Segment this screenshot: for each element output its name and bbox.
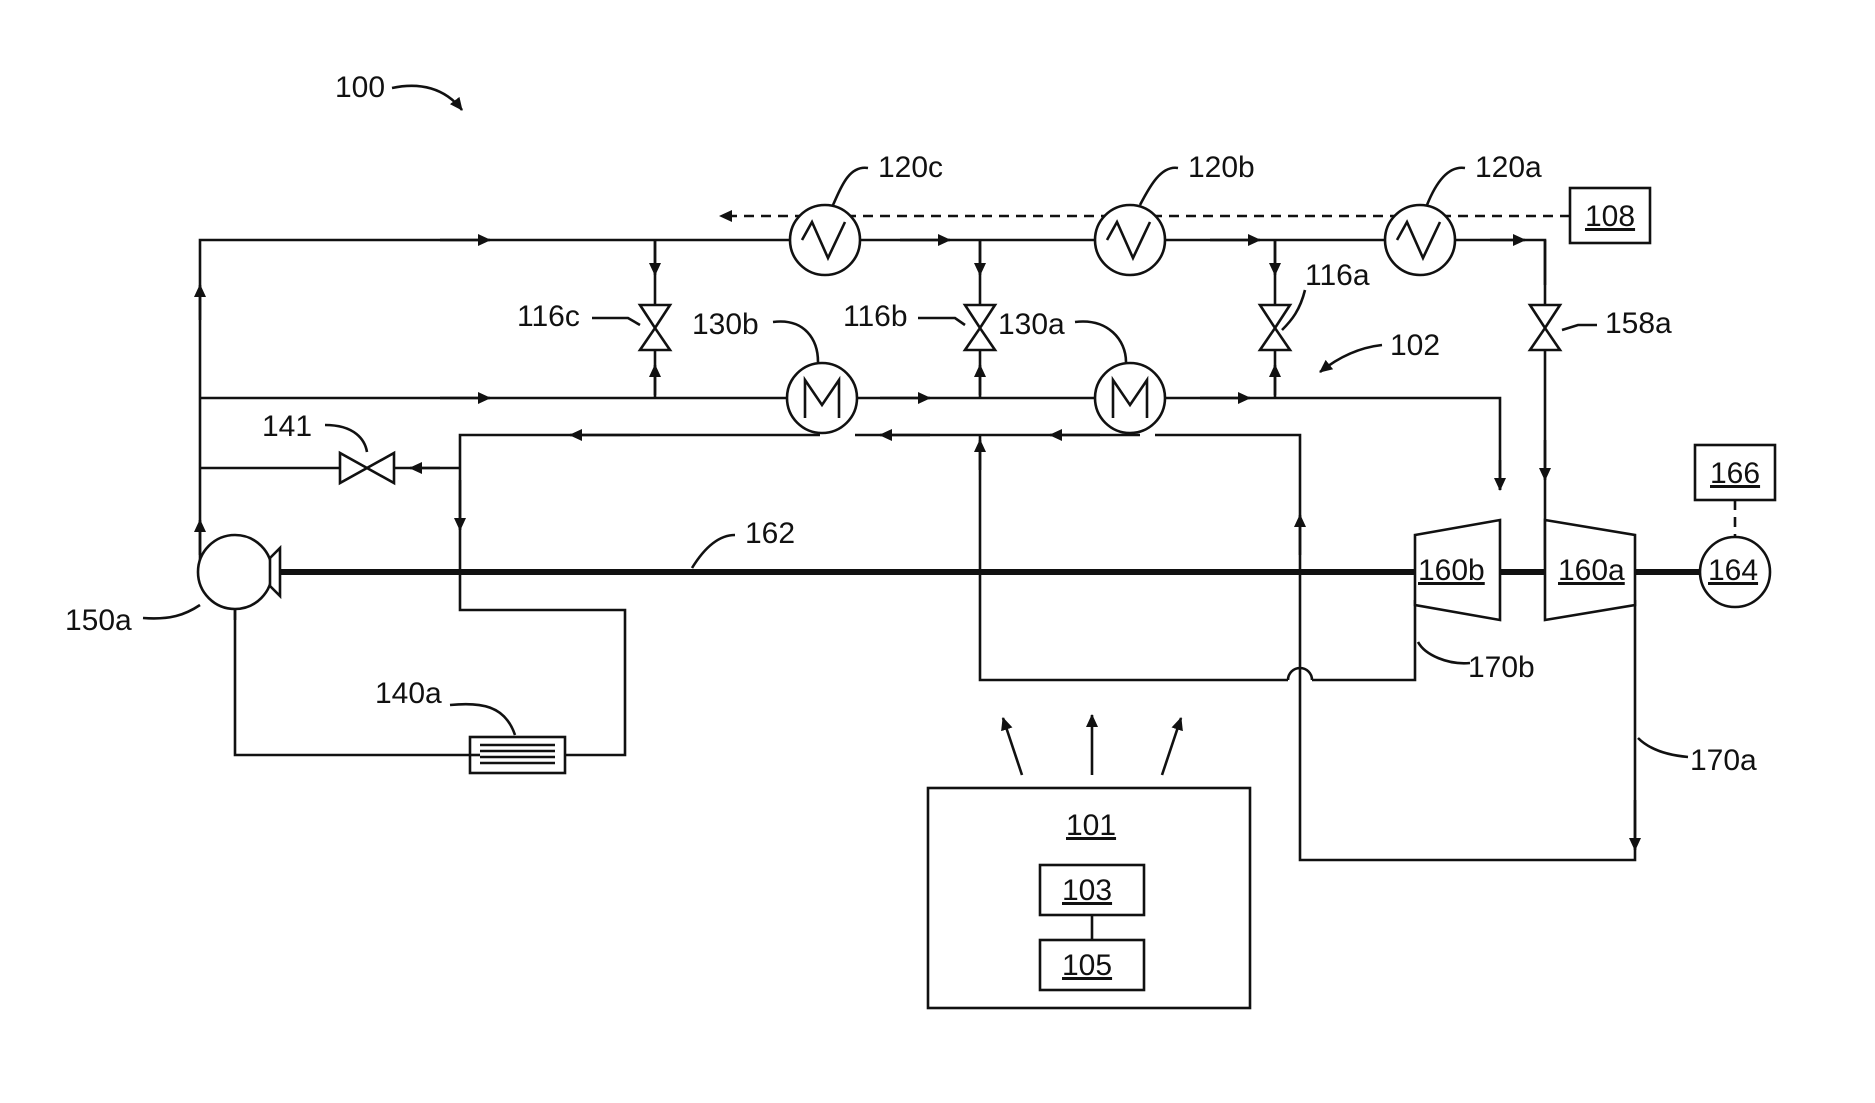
label-valve-158a: 158a <box>1605 307 1672 340</box>
label-pump-150a: 150a <box>65 604 132 637</box>
label-box-105: 105 <box>1062 949 1112 982</box>
return-line <box>200 435 1300 755</box>
recuperator-130b-icon <box>787 363 857 433</box>
label-shaft-162: 162 <box>745 517 795 550</box>
label-generator-164: 164 <box>1708 554 1758 587</box>
label-turbine-160b: 160b <box>1418 554 1485 587</box>
cooler-120a-icon <box>1385 205 1455 275</box>
label-heat-source-101: 101 <box>1066 809 1116 842</box>
label-recuperator-130a: 130a <box>998 308 1065 341</box>
label-recuperator-130b: 130b <box>692 308 759 341</box>
recuperator-130a-icon <box>1095 363 1165 433</box>
label-box-103: 103 <box>1062 874 1112 907</box>
valve-158a-icon <box>1530 305 1560 350</box>
label-system-100: 100 <box>335 71 385 104</box>
label-loop-102: 102 <box>1390 329 1440 362</box>
label-line-170b: 170b <box>1468 651 1535 684</box>
pump-inlet-line <box>235 570 470 755</box>
label-cooler-120a: 120a <box>1475 151 1542 184</box>
label-cooler-140a: 140a <box>375 677 442 710</box>
label-box-166: 166 <box>1710 457 1760 490</box>
label-valve-141: 141 <box>262 410 312 443</box>
valve-116b-icon <box>965 305 995 350</box>
cooler-120c-icon <box>790 205 860 275</box>
label-valve-116a: 116a <box>1305 259 1370 292</box>
heat-arrows <box>1003 715 1181 775</box>
label-valve-116c: 116c <box>517 300 580 333</box>
label-valve-116b: 116b <box>843 300 908 333</box>
valve-116c-icon <box>640 305 670 350</box>
label-turbine-160a: 160a <box>1558 554 1625 587</box>
cooler-140a-icon <box>470 737 565 773</box>
leader-lines <box>143 86 1688 757</box>
label-cooler-120b: 120b <box>1188 151 1255 184</box>
pump-150a-icon <box>198 535 280 609</box>
label-line-170a: 170a <box>1690 744 1757 777</box>
label-box-108: 108 <box>1585 200 1635 233</box>
label-cooler-120c: 120c <box>878 151 943 184</box>
cooler-120b-icon <box>1095 205 1165 275</box>
valve-141-icon <box>340 453 394 483</box>
